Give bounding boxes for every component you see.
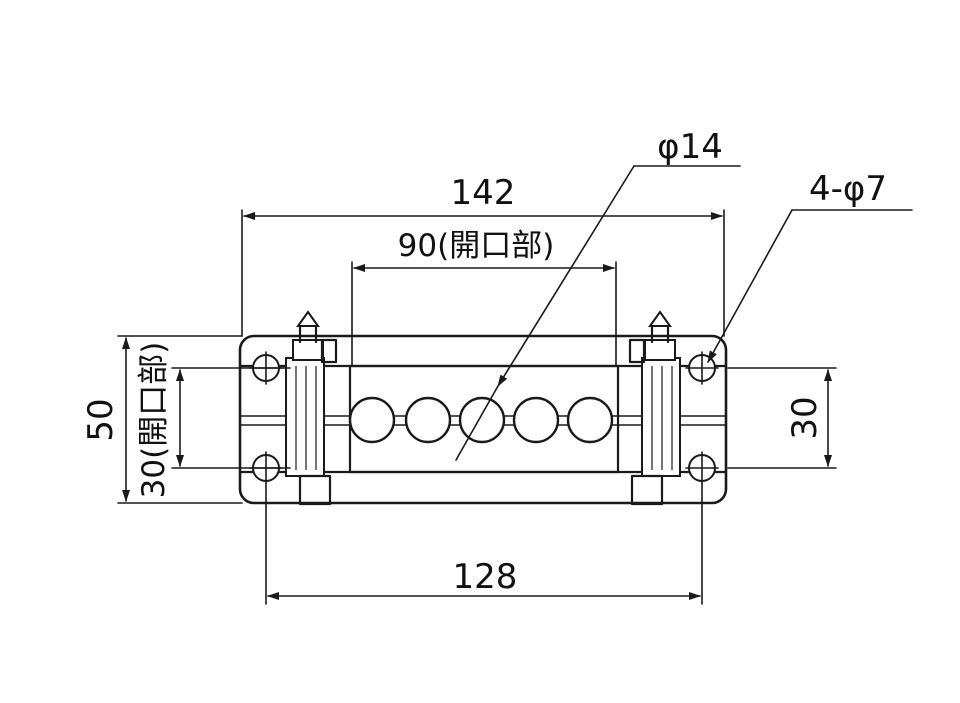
left-clamp-block	[285, 310, 332, 506]
leader-hole-diameter	[455, 165, 741, 461]
cable-hole-4	[512, 396, 560, 444]
dim-overall-width-label: 142	[451, 173, 516, 213]
cable-hole-5	[566, 396, 614, 444]
housing-body	[238, 310, 728, 506]
dim-right-height-label: 30	[785, 396, 825, 439]
right-clamp-block	[630, 310, 681, 506]
dim-opening-height	[171, 367, 291, 469]
right-tab	[628, 338, 646, 364]
left-tab	[320, 338, 338, 364]
dim-opening-height-label: 30(開口部)	[136, 342, 172, 499]
cable-hole-2	[404, 396, 452, 444]
cable-hole-1	[348, 396, 396, 444]
dim-mount-pitch	[265, 483, 703, 605]
dim-mount-pitch-label: 128	[453, 557, 518, 597]
dim-overall-width	[241, 209, 725, 337]
mount-hole-bottom-right	[685, 451, 719, 485]
dim-opening-width-label: 90(開口部)	[398, 228, 555, 264]
hole-diameter-label: φ14	[657, 127, 723, 167]
dim-overall-height	[117, 335, 243, 504]
dim-right-height	[727, 367, 837, 469]
leader-mount-holes	[707, 209, 913, 363]
cable-hole-3	[458, 396, 506, 444]
dim-overall-height-label: 50	[81, 398, 121, 441]
mount-holes-label: 4-φ7	[809, 169, 887, 209]
